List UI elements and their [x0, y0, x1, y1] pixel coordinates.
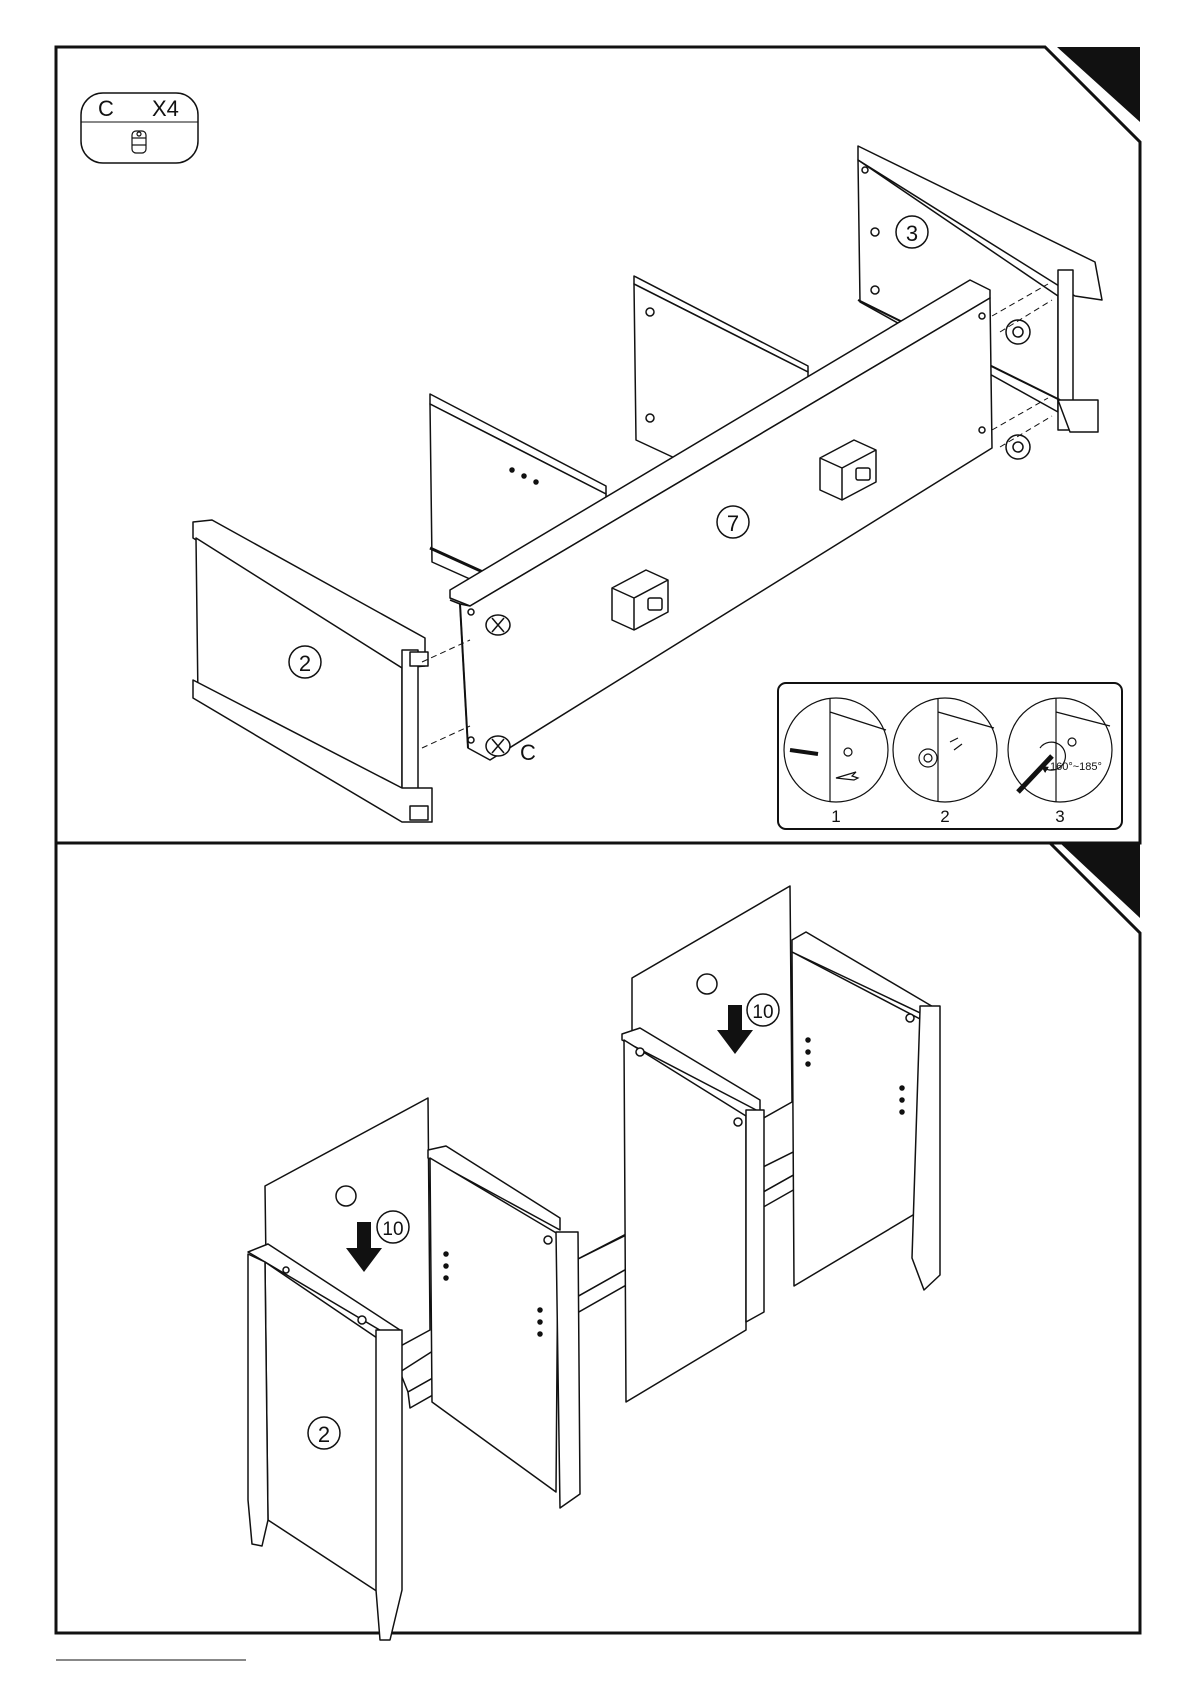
inset-detail-3 [1008, 698, 1112, 802]
inset-detail-2 [893, 698, 997, 802]
parts-box: C X4 [81, 93, 198, 163]
step2-drawing [248, 886, 940, 1640]
corner-tab-step1 [1057, 47, 1140, 122]
corner-tab-step2 [1060, 843, 1140, 918]
inset-step-number: 3 [1055, 807, 1064, 826]
part-label-left-side: 2 [289, 646, 321, 678]
parts-quantity: X4 [152, 96, 179, 121]
step2-right-side-panel [792, 932, 940, 1290]
cam-lock-letter: C [520, 740, 536, 765]
rotation-angle-label: 160°~185° [1050, 761, 1102, 773]
cam-lock-icon [486, 736, 510, 756]
cam-lock-icon [486, 615, 510, 635]
part-label-step2-left-side: 2 [308, 1417, 340, 1449]
svg-text:10: 10 [382, 1219, 403, 1240]
part-label-insert-right: 10 [747, 994, 779, 1026]
svg-text:3: 3 [906, 221, 918, 246]
cam-lock-icon [132, 131, 146, 153]
inset-step-number: 2 [940, 807, 949, 826]
step2-left-divider [428, 1146, 580, 1508]
svg-text:2: 2 [299, 651, 311, 676]
svg-text:10: 10 [752, 1002, 773, 1023]
part-label-right-side: 3 [896, 216, 928, 248]
svg-text:7: 7 [727, 511, 739, 536]
cam-lock-icon [1006, 320, 1030, 344]
inset-detail-1 [784, 698, 888, 802]
part-label-insert-left: 10 [377, 1211, 409, 1243]
cam-lock-icon [1006, 435, 1030, 459]
part-label-back-panel: 7 [717, 506, 749, 538]
svg-text:2: 2 [318, 1422, 330, 1447]
cam-lock-inset: 160°~185° 1 2 3 [778, 683, 1122, 829]
parts-letter: C [98, 96, 114, 121]
inset-step-number: 1 [831, 807, 840, 826]
